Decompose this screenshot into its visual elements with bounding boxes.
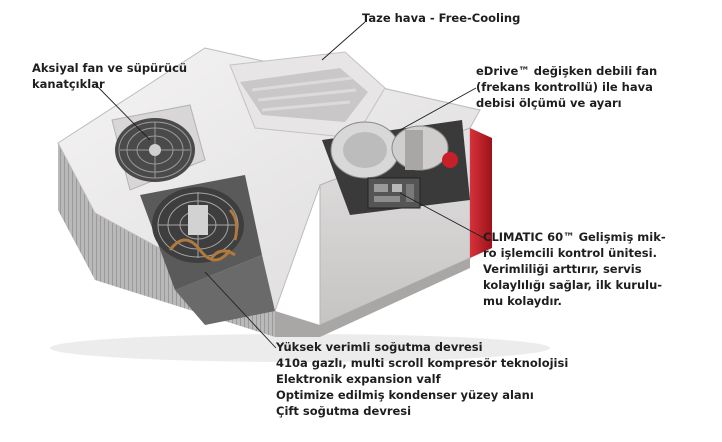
blower-fan-icon	[330, 121, 458, 179]
copper-piping	[168, 208, 239, 262]
label-edrive: eDrive™ değişken debili fan (frekans kon…	[476, 64, 658, 110]
leader-climatic	[399, 192, 485, 239]
compressor-area	[175, 255, 275, 325]
label-axial-fan: Aksiyal fan ve süpürücü kanatçıklar	[32, 61, 188, 91]
leader-lines	[94, 21, 485, 349]
label-free-cooling: Taze hava - Free-Cooling	[362, 11, 521, 25]
floor-shadow	[50, 334, 550, 362]
unit-base-strip	[275, 258, 470, 337]
leader-edrive	[399, 87, 477, 131]
condenser-coil-left	[58, 143, 95, 280]
label-cooling-circuit: Yüksek verimli soğutma devresi 410a gazl…	[276, 340, 569, 418]
fresh-air-louvers	[251, 76, 357, 112]
control-board	[367, 177, 421, 209]
leader-cooling	[204, 271, 277, 349]
axial-fan-icon	[115, 118, 195, 182]
label-climatic-controller: CLIMATIC 60™ Gelişmiş mik- ro işlemcili …	[483, 230, 666, 308]
leader-axial-fan	[94, 83, 151, 141]
leader-free-cooling	[321, 21, 366, 61]
red-side-panel	[470, 128, 492, 258]
